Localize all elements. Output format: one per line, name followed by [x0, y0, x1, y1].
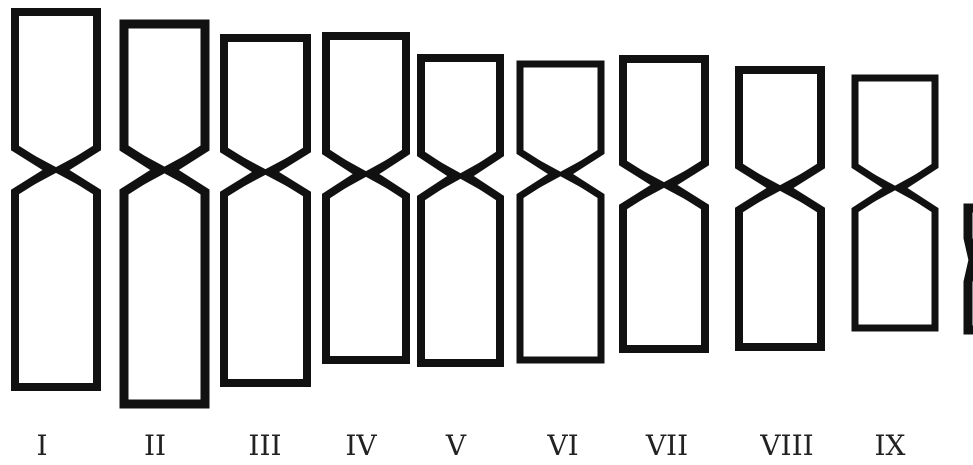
centromere-cross: [519, 150, 602, 198]
chromosome-ix: [851, 74, 939, 332]
centromere-cross: [621, 160, 707, 210]
centromere-cross: [222, 147, 309, 197]
chromosome-outline: [417, 54, 504, 367]
chromosome-label: I: [36, 429, 47, 462]
centromere-cross: [324, 149, 408, 199]
chromosome-iv: [322, 32, 410, 364]
chromosome-ii: [119, 19, 210, 409]
chromosome-label: V: [445, 429, 467, 462]
chromosome-outline: [735, 66, 825, 351]
centromere-cross: [13, 145, 99, 195]
chromosome-viii: [735, 66, 825, 351]
chromosome-label: VII: [645, 429, 688, 462]
centromere-cross: [122, 145, 207, 195]
centromere-cross: [854, 164, 936, 212]
chromosome-label: II: [144, 429, 166, 462]
chromosome-outline: [619, 55, 709, 353]
chromosome-outline: [119, 19, 210, 409]
chromosome-outline: [322, 32, 410, 364]
chromosome-vii: [619, 55, 709, 353]
centromere-cross: [965, 236, 973, 284]
chromosome-outline: [963, 203, 973, 335]
chromosome-iii: [220, 34, 311, 387]
chromosome-v: [417, 54, 504, 367]
chromosome-vi: [516, 60, 605, 364]
centromere-cross: [419, 151, 502, 201]
centromere-cross: [737, 163, 823, 213]
chromosome-partial: [963, 203, 973, 335]
chromosome-label: IV: [345, 429, 377, 462]
chromosome-outline: [220, 34, 311, 387]
chromosome-i: [11, 8, 101, 391]
chromosome-outline: [516, 60, 605, 364]
chromosome-label: III: [248, 429, 281, 462]
chromosome-label: VIII: [759, 429, 813, 462]
chromosome-outline: [11, 8, 101, 391]
chromosome-label: IX: [875, 429, 906, 462]
chromosome-label: VI: [546, 429, 578, 462]
